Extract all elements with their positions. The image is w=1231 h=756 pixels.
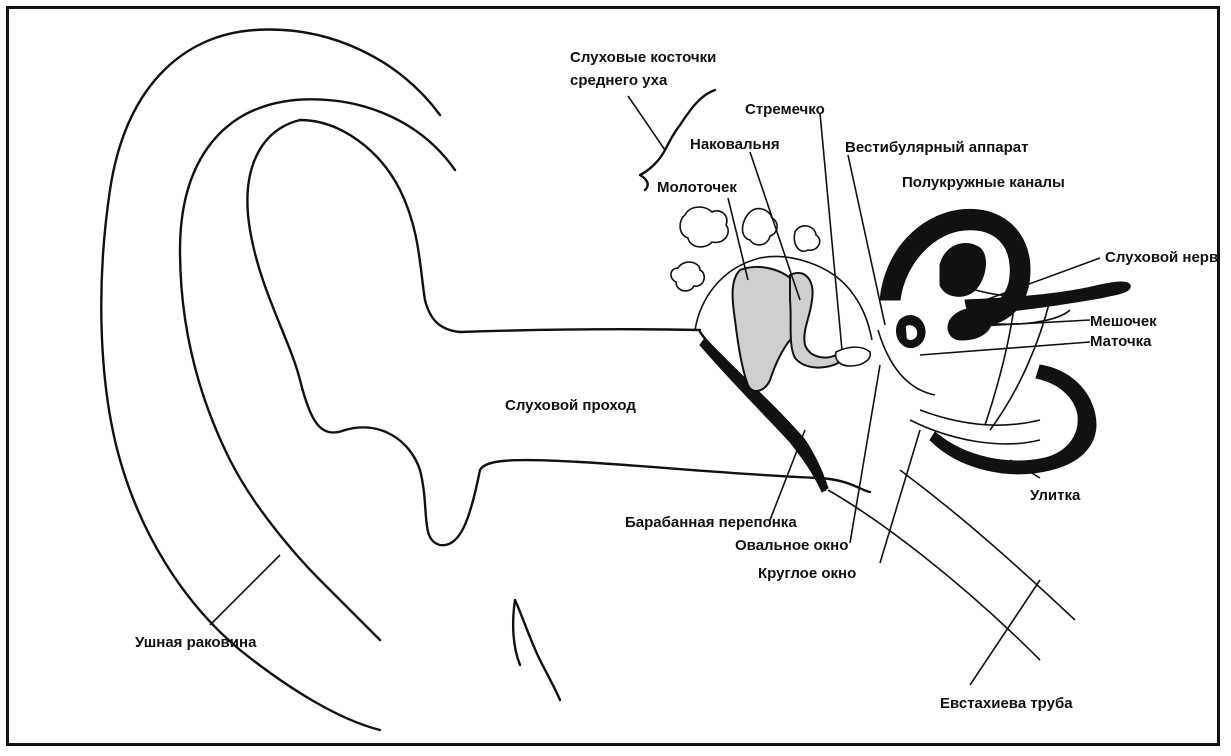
- label-eardrum: Барабанная перепонка: [625, 514, 797, 531]
- label-round-window: Круглое окно: [758, 565, 856, 582]
- stapes-shape: [836, 347, 871, 366]
- label-incus: Наковальня: [690, 136, 780, 153]
- label-ossicles-line1: Слуховые косточки: [570, 49, 716, 66]
- label-semicircular: Полукружные каналы: [902, 174, 1065, 191]
- label-oval-window: Овальное окно: [735, 537, 848, 554]
- label-auditory-nerve: Слуховой нерв: [1105, 249, 1218, 266]
- label-ear-canal: Слуховой проход: [505, 397, 636, 414]
- label-stapes: Стремечко: [745, 101, 825, 118]
- incus-shape: [790, 273, 840, 368]
- label-auricle: Ушная раковина: [135, 634, 257, 651]
- label-malleus: Молоточек: [657, 179, 737, 196]
- label-eustachian: Евстахиева труба: [940, 695, 1073, 712]
- label-vestibular: Вестибулярный аппарат: [845, 139, 1028, 156]
- label-cochlea: Улитка: [1030, 487, 1081, 504]
- label-ossicles-line2: среднего уха: [570, 72, 668, 89]
- label-utricle: Маточка: [1090, 333, 1152, 350]
- label-saccule: Мешочек: [1090, 313, 1157, 330]
